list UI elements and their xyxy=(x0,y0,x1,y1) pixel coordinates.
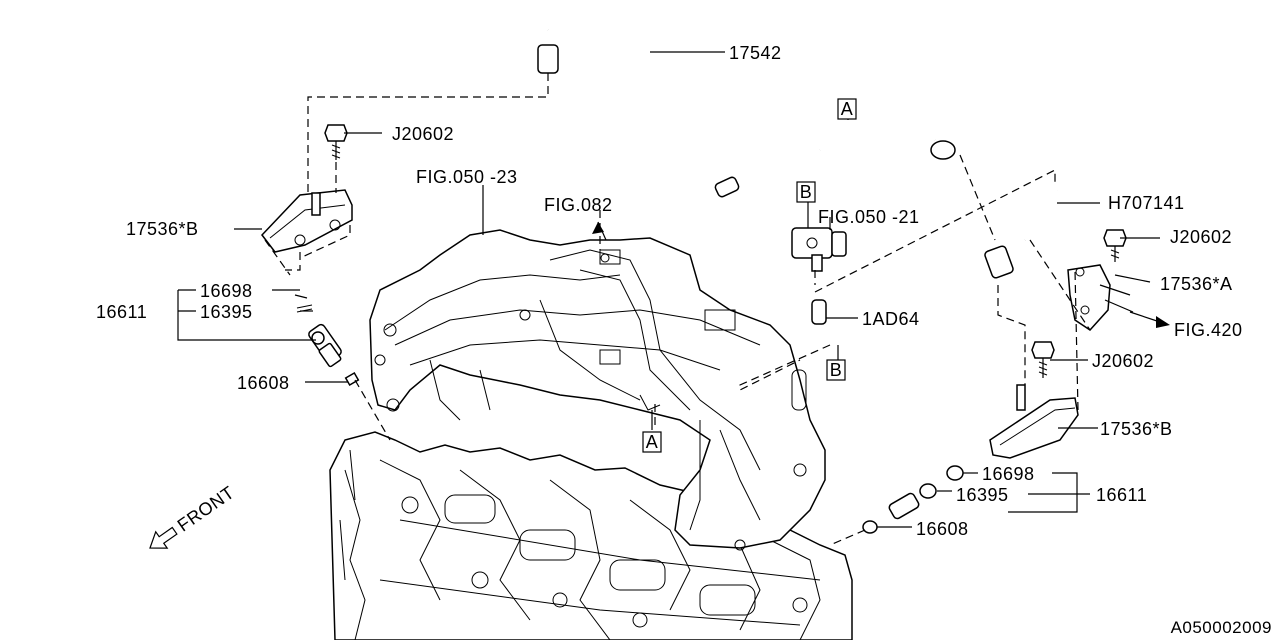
bolt-top-right xyxy=(1103,229,1127,262)
label-16698-left[interactable]: 16698 xyxy=(200,281,253,301)
ref-box-a-mid: A xyxy=(642,431,662,453)
label-16608-left[interactable]: 16608 xyxy=(237,373,290,393)
fig-082-arrow xyxy=(592,221,607,241)
injector-right xyxy=(862,465,964,534)
label-j20602-mid-right[interactable]: J20602 xyxy=(1092,351,1154,371)
label-j20602-top-left[interactable]: J20602 xyxy=(392,124,454,144)
diagram-code: A050002009 xyxy=(1171,618,1272,637)
label-16611-left[interactable]: 16611 xyxy=(96,302,147,322)
label-17536b-left[interactable]: 17536*B xyxy=(126,219,199,239)
engine-block xyxy=(329,431,853,640)
ref-b-top-text: B xyxy=(800,182,813,202)
ref-b-mid-text: B xyxy=(830,360,843,380)
hose-17542 xyxy=(537,28,1014,279)
assembly-dashed-lines xyxy=(264,73,1091,546)
ref-a-top-text: A xyxy=(841,99,854,119)
fuel-rail-left xyxy=(261,189,353,253)
label-16395-right[interactable]: 16395 xyxy=(956,485,1009,505)
injector-left xyxy=(294,294,360,386)
bracket-17536a xyxy=(1067,264,1134,331)
ref-box-b-mid: B xyxy=(826,359,846,381)
label-16395-left[interactable]: 16395 xyxy=(200,302,253,322)
purge-valve xyxy=(791,227,847,272)
ref-box-b-top: B xyxy=(796,181,816,203)
fuel-rail-right xyxy=(989,384,1079,459)
label-fig-420[interactable]: FIG.420 xyxy=(1174,320,1243,340)
label-17536b-right[interactable]: 17536*B xyxy=(1100,419,1173,439)
front-text: FRONT xyxy=(174,482,238,535)
label-17542[interactable]: 17542 xyxy=(729,43,782,63)
ref-a-mid-text: A xyxy=(646,432,659,452)
bolt-mid-right xyxy=(1031,341,1055,378)
fig-420-arrow xyxy=(1129,311,1170,328)
label-fig-082[interactable]: FIG.082 xyxy=(544,195,613,215)
label-j20602-top-right[interactable]: J20602 xyxy=(1170,227,1232,247)
label-1ad64[interactable]: 1AD64 xyxy=(862,309,920,329)
leader-lines xyxy=(177,51,1160,528)
bolt-top-left xyxy=(324,124,348,160)
label-16611-right[interactable]: 16611 xyxy=(1096,485,1147,505)
intake-manifold xyxy=(369,229,826,551)
ref-box-a-top: A xyxy=(837,98,857,120)
hose-1ad64 xyxy=(714,176,827,325)
label-fig-050-21[interactable]: FIG.050 -21 xyxy=(818,207,920,227)
label-16608-right[interactable]: 16608 xyxy=(916,519,969,539)
label-fig-050-23[interactable]: FIG.050 -23 xyxy=(416,167,518,187)
label-h707141[interactable]: H707141 xyxy=(1108,193,1185,213)
front-marker: FRONT xyxy=(149,482,238,549)
label-17536a[interactable]: 17536*A xyxy=(1160,274,1233,294)
hose-h707141 xyxy=(1022,189,1060,242)
label-16698-right[interactable]: 16698 xyxy=(982,464,1035,484)
